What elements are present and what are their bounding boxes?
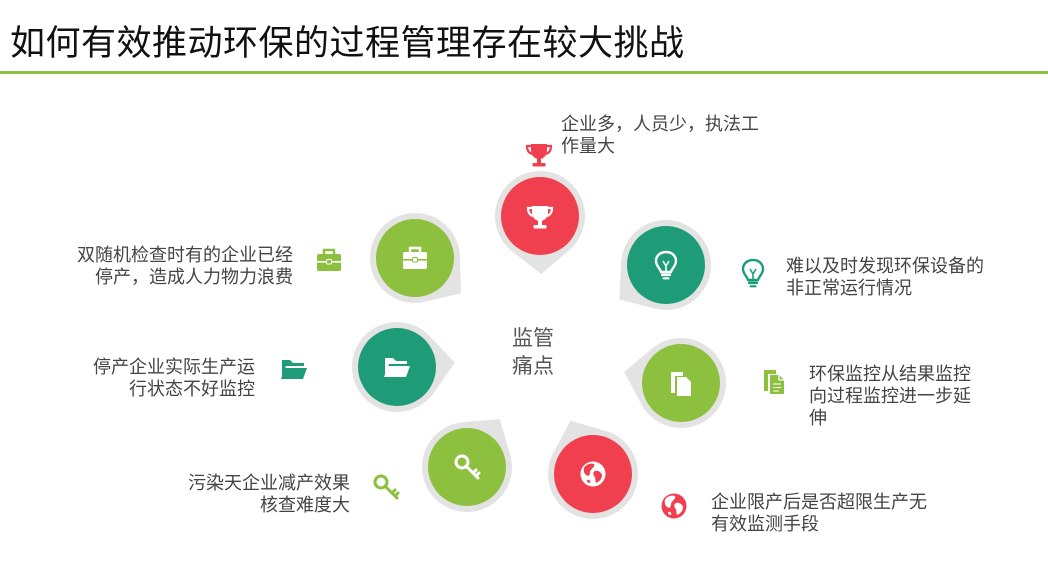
pain-point-text-right: 环保监控从结果监控向过程监控进一步延伸 — [809, 364, 1039, 430]
pain-point-line: 环保监控从结果监控 — [809, 364, 971, 385]
center-label: 监管 痛点 — [512, 324, 574, 380]
pain-point-text-left: 停产企业实际生产运行状态不好监控 — [20, 357, 255, 401]
pain-point-text-upper-right: 难以及时发现环保设备的非正常运行情况 — [786, 256, 1046, 300]
node-upper-left — [370, 213, 462, 303]
pain-point-text-lower-left: 污染天企业减产效果核查难度大 — [100, 473, 350, 517]
node-lower-left — [422, 419, 512, 512]
pain-point-text-lower-right: 企业限产后是否超限生产无有效监测手段 — [711, 492, 1011, 536]
pain-point-line: 向过程监控进一步延 — [809, 386, 971, 407]
key-icon — [373, 474, 400, 500]
pain-point-line: 企业限产后是否超限生产无 — [711, 492, 927, 513]
node-upper-right — [619, 220, 711, 310]
pain-point-line: 难以及时发现环保设备的 — [786, 256, 984, 277]
folder-icon — [281, 360, 307, 379]
pain-point-text-upper-left: 双随机检查时有的企业已经停产，造成人力物力浪费 — [10, 245, 293, 289]
pain-point-line: 双随机检查时有的企业已经 — [77, 245, 293, 266]
document-icon — [763, 369, 785, 395]
pain-point-line: 停产企业实际生产运 — [93, 357, 255, 378]
pain-point-line: 停产，造成人力物力浪费 — [95, 267, 293, 288]
center-label-line2: 痛点 — [512, 354, 554, 378]
pain-point-line: 污染天企业减产效果 — [188, 473, 350, 494]
node-right — [624, 338, 726, 428]
pain-point-line: 伸 — [809, 408, 827, 429]
title-divider — [0, 71, 1048, 74]
node-left — [352, 322, 455, 412]
pain-point-line: 有效监测手段 — [711, 514, 819, 535]
pain-point-line: 核查难度大 — [260, 495, 350, 516]
page-title: 如何有效推动环保的过程管理存在较大挑战 — [10, 24, 685, 64]
center-label-line1: 监管 — [512, 326, 554, 350]
pain-point-line: 企业多，人员少，执法工 — [561, 114, 759, 135]
node-lower-right — [548, 420, 638, 519]
pain-point-line: 作量大 — [561, 136, 615, 157]
briefcase-icon — [315, 248, 343, 273]
trophy-icon — [525, 142, 553, 168]
node-top — [495, 171, 585, 274]
pain-point-line: 非正常运行情况 — [786, 278, 912, 299]
pain-point-line: 行状态不好监控 — [129, 379, 255, 400]
lightbulb-icon — [741, 258, 765, 289]
pain-point-text-top: 企业多，人员少，执法工作量大 — [561, 114, 831, 158]
globe-icon — [580, 461, 606, 487]
globe-icon — [661, 493, 687, 519]
